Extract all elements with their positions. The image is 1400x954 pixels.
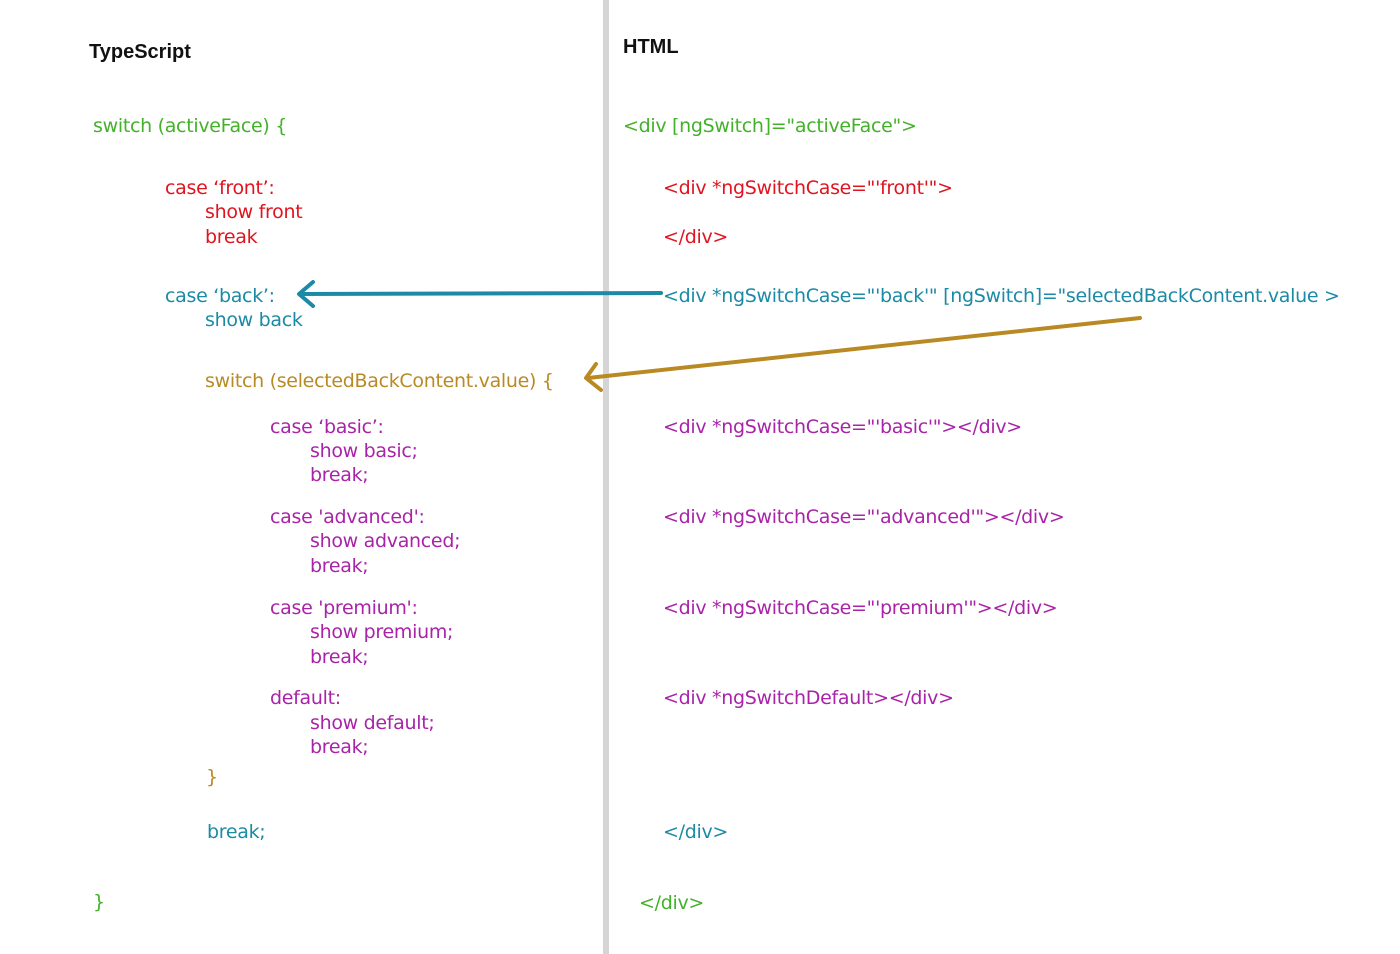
ts-case-back: case ‘back’: [165, 285, 275, 307]
html-div-back-close: </div> [663, 821, 729, 843]
html-div-front-open: <div *ngSwitchCase="'front'"> [663, 177, 953, 199]
ts-case-basic: case ‘basic’: [270, 416, 384, 438]
ts-show-back: show back [205, 309, 303, 331]
ts-inner-switch-close: } [206, 766, 218, 788]
ts-switch-close: } [93, 891, 105, 913]
ts-break-advanced: break; [310, 555, 369, 577]
ts-case-premium: case 'premium': [270, 597, 418, 619]
typescript-header: TypeScript [89, 41, 191, 63]
column-divider [603, 0, 609, 954]
ts-inner-switch-open: switch (selectedBackContent.value) { [205, 370, 554, 392]
html-div-switch: <div [ngSwitch]="activeFace"> [623, 115, 917, 137]
ts-switch-open: switch (activeFace) { [93, 115, 288, 137]
inner-switch-arrow [584, 316, 1142, 392]
html-div-default: <div *ngSwitchDefault></div> [663, 687, 954, 709]
html-div-basic: <div *ngSwitchCase="'basic'"></div> [663, 416, 1022, 438]
ts-break-default: break; [310, 736, 369, 758]
ts-break-front: break [205, 226, 258, 248]
html-div-back-open: <div *ngSwitchCase="'back'" [ngSwitch]="… [663, 285, 1340, 307]
ts-case-front: case ‘front’: [165, 177, 275, 199]
html-div-premium: <div *ngSwitchCase="'premium'"></div> [663, 597, 1058, 619]
ts-break-premium: break; [310, 646, 369, 668]
html-header: HTML [623, 36, 679, 58]
html-div-front-close: </div> [663, 226, 729, 248]
ts-break-basic: break; [310, 464, 369, 486]
ts-show-default: show default; [310, 712, 435, 734]
ts-show-premium: show premium; [310, 621, 454, 643]
ts-show-advanced: show advanced; [310, 530, 461, 552]
ts-show-basic: show basic; [310, 440, 418, 462]
html-div-switch-close: </div> [639, 892, 705, 914]
ts-default: default: [270, 687, 341, 709]
ts-break-back: break; [207, 821, 266, 843]
html-div-advanced: <div *ngSwitchCase="'advanced'"></div> [663, 506, 1065, 528]
ts-show-front: show front [205, 201, 303, 223]
ts-case-advanced: case 'advanced': [270, 506, 425, 528]
